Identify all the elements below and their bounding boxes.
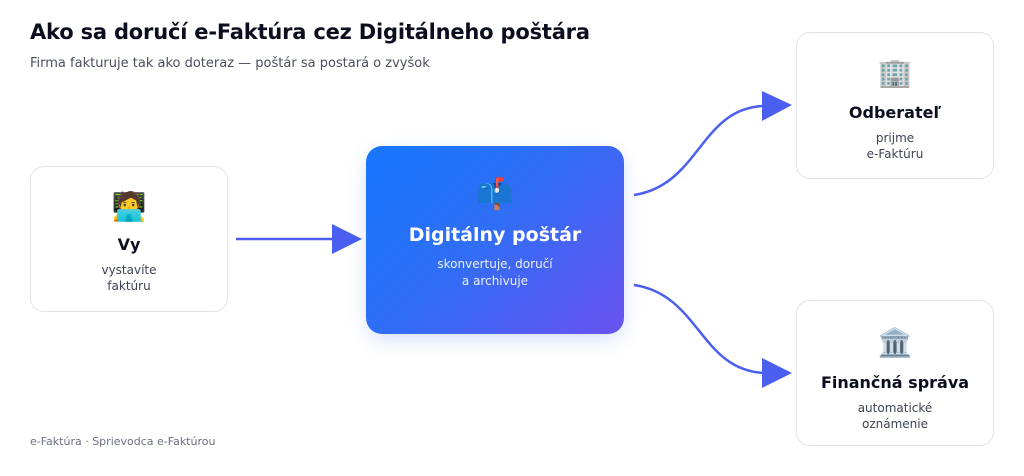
government-building-icon: 🏛️ — [877, 326, 913, 359]
node-financna-sprava: 🏛️ Finančná správa automatické oznámenie — [796, 300, 994, 446]
node-odberatel: 🏢 Odberateľ prijme e-Faktúru — [796, 32, 994, 179]
node-odberatel-desc: prijme e-Faktúru — [867, 130, 924, 162]
node-vy-desc: vystavíte faktúru — [101, 262, 156, 294]
developer-icon: 🧑‍💻 — [111, 190, 147, 223]
arrowhead-odberatel — [762, 91, 792, 121]
node-financna-desc-line2: oznámenie — [862, 417, 928, 431]
arrow-hub-to-financna — [633, 283, 765, 375]
node-digitalny-postar: 📫 Digitálny poštár skonvertuje, doručí a… — [366, 146, 624, 334]
diagram-title: Ako sa doručí e-Faktúra cez Digitálneho … — [30, 20, 590, 44]
node-odberatel-name: Odberateľ — [848, 103, 942, 122]
node-hub-name: Digitálny poštár — [408, 224, 582, 246]
arrowhead-financna — [762, 358, 792, 388]
node-financna-name: Finančná správa — [820, 373, 970, 392]
mailbox-icon: 📫 — [476, 177, 514, 212]
node-odberatel-desc-line2: e-Faktúru — [866, 147, 924, 161]
node-financna-desc-line1: automatické — [857, 401, 933, 415]
node-hub-desc-line2: a archivuje — [461, 274, 529, 288]
diagram-subtitle: Firma fakturuje tak ako doteraz — poštár… — [30, 56, 430, 71]
arrowhead-hub — [332, 224, 362, 254]
node-vy-desc-line1: vystavíte — [101, 263, 157, 277]
node-financna-desc: automatické oznámenie — [858, 400, 933, 432]
node-vy: 🧑‍💻 Vy vystavíte faktúru — [30, 166, 228, 312]
footer-caption: e-Faktúra · Sprievodca e-Faktúrou — [30, 435, 216, 448]
node-vy-desc-line2: faktúru — [107, 279, 151, 293]
node-hub-desc: skonvertuje, doručí a archivuje — [437, 256, 552, 290]
node-hub-desc-line1: skonvertuje, doručí — [437, 257, 553, 271]
node-vy-name: Vy — [117, 235, 141, 254]
office-building-icon: 🏢 — [877, 56, 913, 89]
arrow-hub-to-odberatel — [633, 104, 765, 197]
node-odberatel-desc-line1: prijme — [875, 131, 915, 145]
